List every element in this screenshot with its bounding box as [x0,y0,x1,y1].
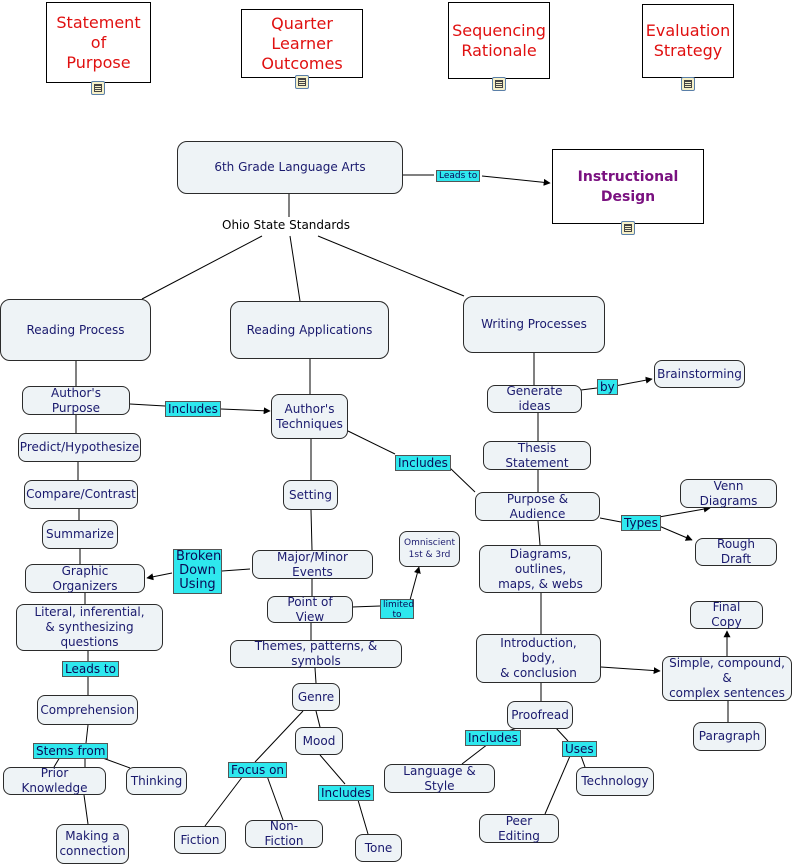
connector-line [351,605,381,608]
node-generate-ideas[interactable]: Generate ideas [487,384,582,413]
node-thinking[interactable]: Thinking [126,767,187,795]
connector-line [319,754,346,785]
link-limited-to[interactable]: limited to [380,599,414,620]
connector-line [289,235,301,302]
document-icon[interactable] [492,77,506,91]
node-setting[interactable]: Setting [283,480,338,510]
connector-line [409,566,421,601]
connector-line [357,799,369,835]
node-authors-purpose[interactable]: Author's Purpose [22,386,130,415]
connector-line [85,724,89,744]
connector-line [599,517,622,523]
connector-line [580,387,598,391]
node-ohio-state-standards: Ohio State Standards [222,218,350,232]
node-paragraph[interactable]: Paragraph [693,722,766,751]
node-point-of-view[interactable]: Point of View [267,595,353,624]
link-includes-language[interactable]: Includes [465,730,521,746]
connector-line [266,775,284,821]
node-proofread[interactable]: Proofread [507,701,573,729]
link-leads-to-comprehension[interactable]: Leads to [62,661,119,677]
node-literal-inferential-questions[interactable]: Literal, inferential, & synthesizing que… [16,604,163,651]
node-peer-editing[interactable]: Peer Editing [479,814,559,843]
node-venn-diagrams[interactable]: Venn Diagrams [680,479,777,508]
connector-line [129,403,166,407]
connector-line [146,572,173,581]
node-predict-hypothesize[interactable]: Predict/Hypothesize [18,433,141,462]
document-icon[interactable] [621,221,635,235]
node-mood[interactable]: Mood [295,727,343,755]
connector-line [317,235,465,297]
node-simple-compound-complex-sentences[interactable]: Simple, compound, & complex sentences [662,656,792,701]
node-making-a-connection[interactable]: Making a connection [56,824,129,864]
node-technology[interactable]: Technology [576,767,654,796]
quarter-learner-outcomes-box: Quarter Learner Outcomes [241,9,363,78]
instructional-design-box: Instructional Design [552,149,704,224]
document-icon[interactable] [681,77,695,91]
connector-line [614,376,653,387]
node-non-fiction[interactable]: Non-Fiction [245,819,323,848]
node-authors-techniques[interactable]: Author's Techniques [271,394,348,439]
node-purpose-audience[interactable]: Purpose & Audience [475,492,600,521]
connector-line [314,667,317,684]
document-icon[interactable] [295,75,309,89]
connector-line [315,710,321,728]
node-reading-applications[interactable]: Reading Applications [230,301,389,359]
node-compare-contrast[interactable]: Compare/Contrast [24,480,138,509]
connector-line [658,505,711,518]
link-includes-techniques[interactable]: Includes [165,401,221,417]
connector-line [254,710,304,763]
node-graphic-organizers[interactable]: Graphic Organizers [25,564,145,593]
link-by[interactable]: by [597,379,618,395]
node-final-copy[interactable]: Final Copy [690,600,763,629]
link-stems-from[interactable]: Stems from [33,743,109,759]
connector-line [537,520,541,546]
connector-line [658,525,693,541]
connector-line [347,430,396,455]
document-icon[interactable] [91,81,105,95]
statement-of-purpose-box: Statement of Purpose [46,2,151,83]
node-genre[interactable]: Genre [292,683,340,711]
node-brainstorming[interactable]: Brainstorming [654,360,745,388]
sequencing-rationale-box: Sequencing Rationale [448,2,550,79]
node-rough-draft[interactable]: Rough Draft [695,537,777,566]
connector-line [310,509,313,551]
connector-line [600,666,661,675]
node-language-style[interactable]: Language & Style [384,764,495,793]
link-includes-tone[interactable]: Includes [318,785,374,801]
node-major-minor-events[interactable]: Major/Minor Events [252,550,373,579]
node-omniscient[interactable]: Omniscient 1st & 3rd [399,531,460,567]
connector-line [580,755,586,768]
node-introduction-body-conclusion[interactable]: Introduction, body, & conclusion [476,634,601,683]
link-includes-purpose[interactable]: Includes [395,455,451,471]
node-6th-grade-language-arts[interactable]: 6th Grade Language Arts [177,141,403,194]
node-prior-knowledge[interactable]: Prior Knowledge [3,766,106,795]
link-focus-on[interactable]: Focus on [228,762,288,778]
connector-line [481,175,551,186]
connector-line [221,568,251,572]
connector-line [204,775,244,827]
link-broken-down-using[interactable]: Broken Down Using [173,549,222,594]
node-reading-process[interactable]: Reading Process [0,299,151,361]
link-uses[interactable]: Uses [562,741,597,757]
node-thesis-statement[interactable]: Thesis Statement [483,441,591,470]
node-comprehension[interactable]: Comprehension [37,695,138,725]
connector-line [554,726,569,742]
connector-line [461,743,489,765]
node-tone[interactable]: Tone [355,834,402,862]
connector-line [83,794,89,825]
node-summarize[interactable]: Summarize [42,520,118,549]
node-fiction[interactable]: Fiction [174,826,226,854]
connector-line [449,467,476,493]
evaluation-strategy-box: Evaluation Strategy [642,4,734,78]
node-diagrams-outlines-maps-webs[interactable]: Diagrams, outlines, maps, & webs [479,545,602,593]
connector-line [141,235,263,300]
connector-line [544,755,571,815]
connector-line [220,407,271,415]
link-types[interactable]: Types [621,515,661,531]
node-themes-patterns-symbols[interactable]: Themes, patterns, & symbols [230,639,402,668]
node-writing-processes[interactable]: Writing Processes [463,296,605,353]
link-leads-to-design[interactable]: Leads to [436,170,481,182]
